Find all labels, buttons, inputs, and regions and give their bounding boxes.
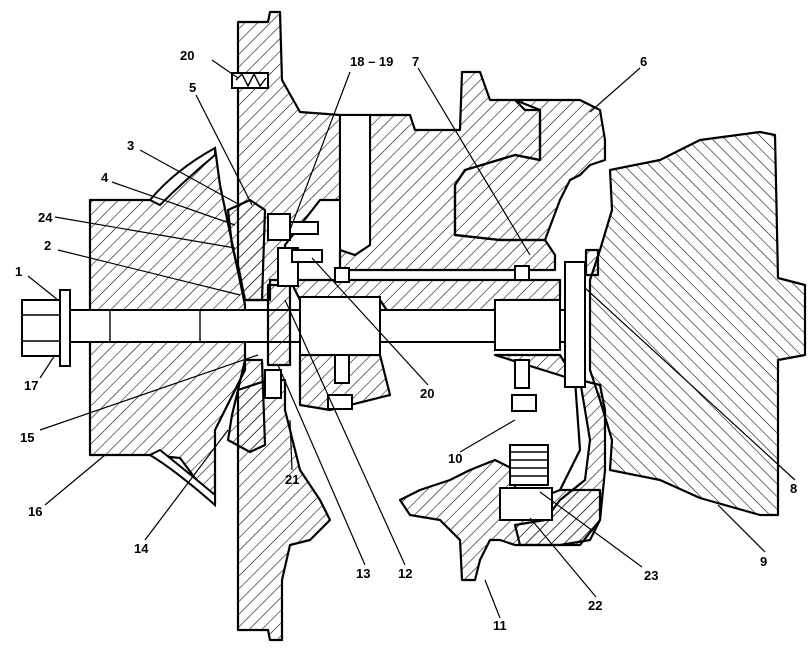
callout-14: 14 (134, 541, 149, 556)
oil-drain-fitting (499, 444, 553, 521)
callout-9: 9 (760, 554, 767, 569)
callout-7: 7 (412, 54, 419, 69)
callout-11: 11 (493, 618, 507, 633)
bolt-18-19 (267, 213, 323, 263)
callout-17: 17 (24, 378, 38, 393)
callout-20-top: 20 (180, 48, 194, 63)
leader-lines (27, 59, 796, 619)
retaining-ring-20 (231, 72, 269, 89)
callout-5: 5 (189, 80, 196, 95)
callout-8: 8 (790, 481, 797, 496)
locknut (21, 289, 71, 367)
bearing-housing (288, 70, 602, 582)
callout-22: 22 (588, 598, 602, 613)
callout-3: 3 (127, 138, 134, 153)
callout-13: 13 (356, 566, 370, 581)
callout-21: 21 (285, 472, 299, 487)
set-screws (327, 265, 537, 412)
callout-1: 1 (15, 264, 22, 279)
callout-15: 15 (20, 430, 34, 445)
callout-24: 24 (38, 210, 53, 225)
callout-6: 6 (640, 54, 647, 69)
callout-2: 2 (44, 238, 51, 253)
callout-20-center: 20 (420, 386, 434, 401)
callout-4: 4 (101, 170, 109, 185)
callout-23: 23 (644, 568, 658, 583)
callout-18-19: 18 – 19 (350, 54, 393, 69)
callout-10: 10 (448, 451, 462, 466)
callout-16: 16 (28, 504, 42, 519)
callout-12: 12 (398, 566, 412, 581)
callout-labels: 1 2 3 4 5 6 7 8 9 10 11 12 13 14 15 16 1… (15, 48, 797, 633)
turbine-wheel (588, 130, 807, 517)
thrust-bearing-assembly (226, 198, 600, 454)
